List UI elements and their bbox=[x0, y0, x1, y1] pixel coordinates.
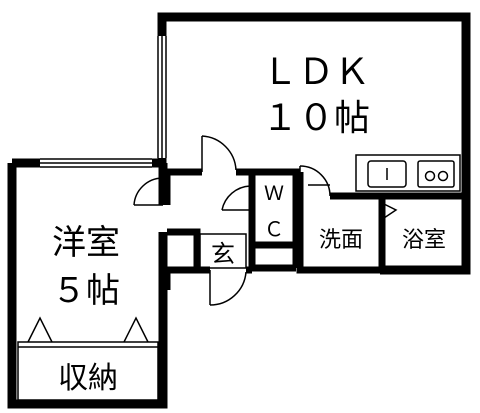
wc-frame bbox=[254, 174, 294, 244]
bathroom-label: 浴室 bbox=[402, 228, 446, 253]
wc-label-c: Ｃ bbox=[264, 217, 284, 241]
storage-closet bbox=[17, 316, 159, 401]
kitchen-counter bbox=[355, 154, 461, 192]
ldk-room-name: ＬＤＫ bbox=[262, 52, 370, 93]
doors bbox=[133, 135, 398, 306]
entrance-label: 玄 bbox=[211, 240, 235, 268]
entrance-frame bbox=[199, 233, 247, 269]
ldk-room-size: １０帖 bbox=[262, 98, 370, 139]
western-room-name: 洋室 bbox=[52, 223, 120, 263]
wc-label-w: Ｗ bbox=[264, 181, 284, 205]
sink-icon bbox=[367, 160, 407, 188]
stove-icon bbox=[417, 160, 455, 188]
western-window bbox=[40, 158, 152, 168]
storage-label: 収納 bbox=[58, 361, 118, 396]
ldk-window bbox=[157, 36, 167, 158]
washroom-label: 洗面 bbox=[319, 228, 363, 253]
western-room-size: ５帖 bbox=[52, 271, 120, 311]
